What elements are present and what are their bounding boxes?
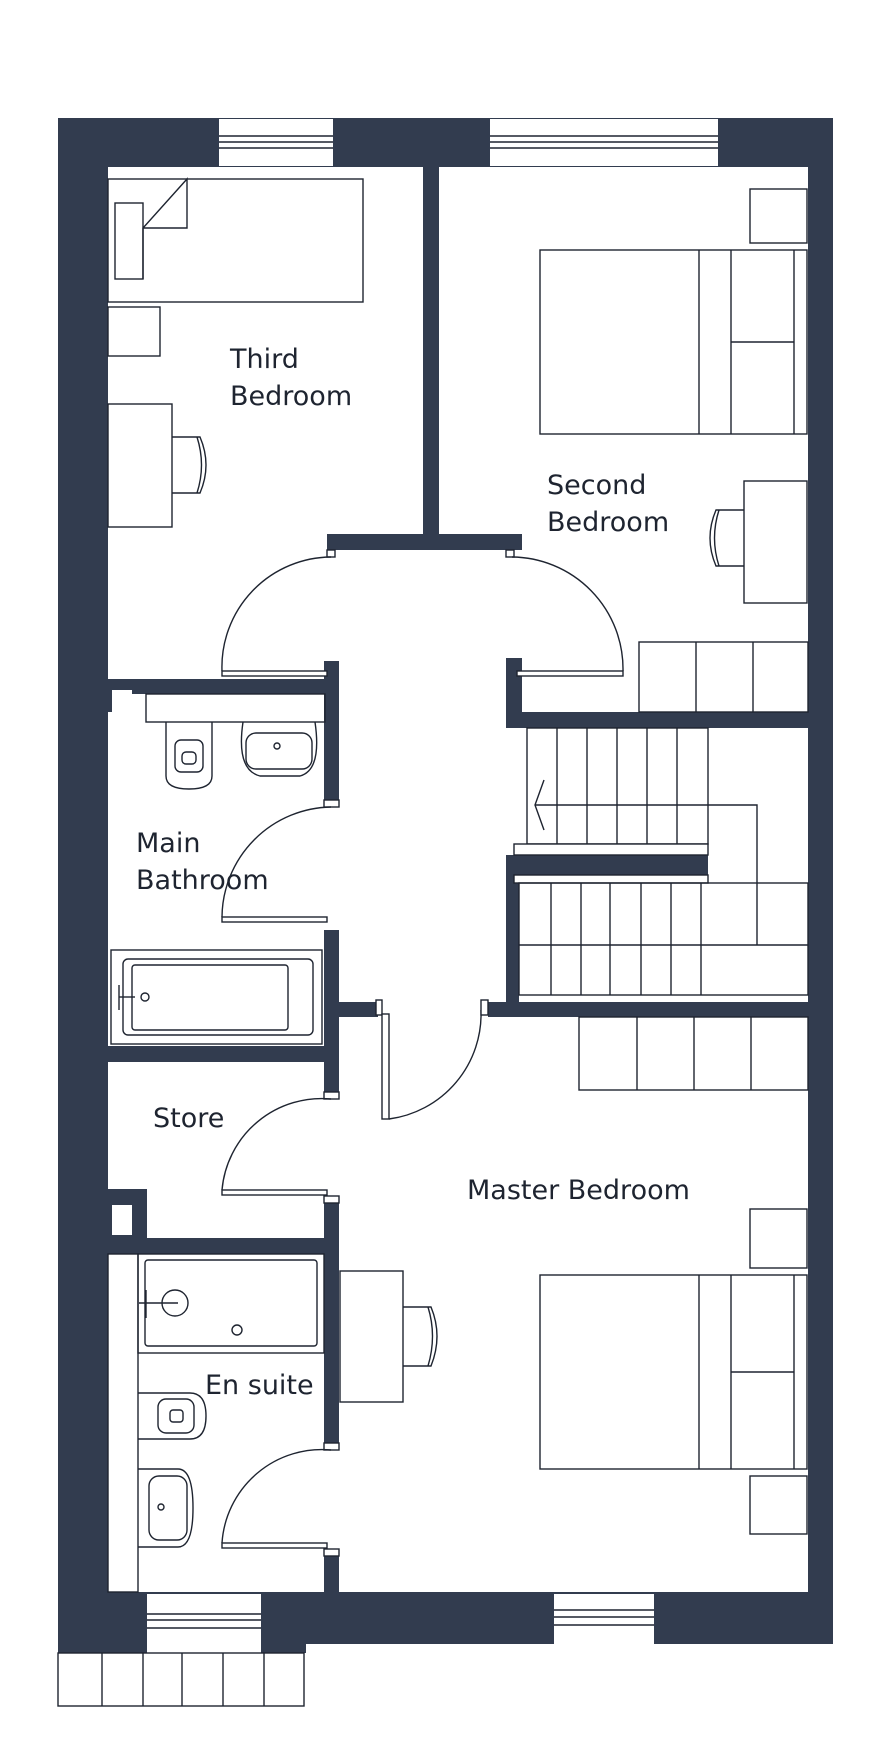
door-second-bedroom[interactable] — [505, 549, 624, 677]
entrance-steps — [57, 1652, 305, 1707]
double-bed — [539, 1274, 808, 1470]
toilet-icon — [138, 1392, 207, 1440]
door-en-suite[interactable] — [221, 1442, 340, 1557]
door-master-bedroom[interactable] — [375, 999, 489, 1120]
single-bed — [107, 177, 364, 303]
panel — [107, 1253, 139, 1593]
room-label-store: Store — [153, 1103, 224, 1134]
room-label-main-bathroom-line2: Bathroom — [136, 865, 269, 896]
door-store[interactable] — [221, 1091, 340, 1204]
wardrobe — [578, 1016, 809, 1091]
room-label-en-suite: En suite — [205, 1370, 314, 1401]
staircase — [513, 727, 809, 996]
chair-icon — [403, 1306, 438, 1367]
nightstand — [749, 1208, 808, 1269]
desk — [339, 1270, 404, 1403]
chair-icon — [709, 509, 744, 567]
toilet-icon — [165, 722, 213, 790]
window-second-bedroom — [490, 119, 718, 166]
basin-icon — [138, 1468, 194, 1548]
room-label-third-bedroom-line2: Bedroom — [230, 381, 352, 412]
bathtub — [110, 949, 323, 1045]
desk — [107, 403, 173, 528]
outer-wall-left — [58, 118, 108, 1653]
door-main-bathroom[interactable] — [221, 799, 340, 923]
nightstand — [749, 188, 808, 244]
wardrobe — [638, 641, 809, 713]
shelf — [145, 693, 326, 723]
room-label-second-bedroom-line1: Second — [547, 470, 646, 501]
window-en-suite — [147, 1594, 261, 1653]
arrow-left-icon — [534, 779, 545, 831]
room-label-second-bedroom-line2: Bedroom — [547, 507, 669, 538]
double-bed — [539, 249, 808, 435]
room-label-main-bathroom-line1: Main — [136, 828, 200, 859]
nightstand — [107, 306, 161, 357]
basin-icon — [240, 721, 318, 777]
window-third-bedroom — [219, 119, 333, 166]
shower — [137, 1253, 325, 1354]
door-third-bedroom[interactable] — [221, 549, 336, 677]
room-label-third-bedroom-line1: Third — [229, 344, 299, 375]
interior-walls — [108, 167, 808, 1596]
chair-icon — [172, 436, 207, 494]
nightstand — [749, 1475, 808, 1535]
room-label-master-bedroom: Master Bedroom — [467, 1175, 690, 1206]
outer-wall-right — [808, 118, 833, 1644]
desk — [743, 480, 808, 604]
window-master-bedroom — [554, 1594, 654, 1644]
